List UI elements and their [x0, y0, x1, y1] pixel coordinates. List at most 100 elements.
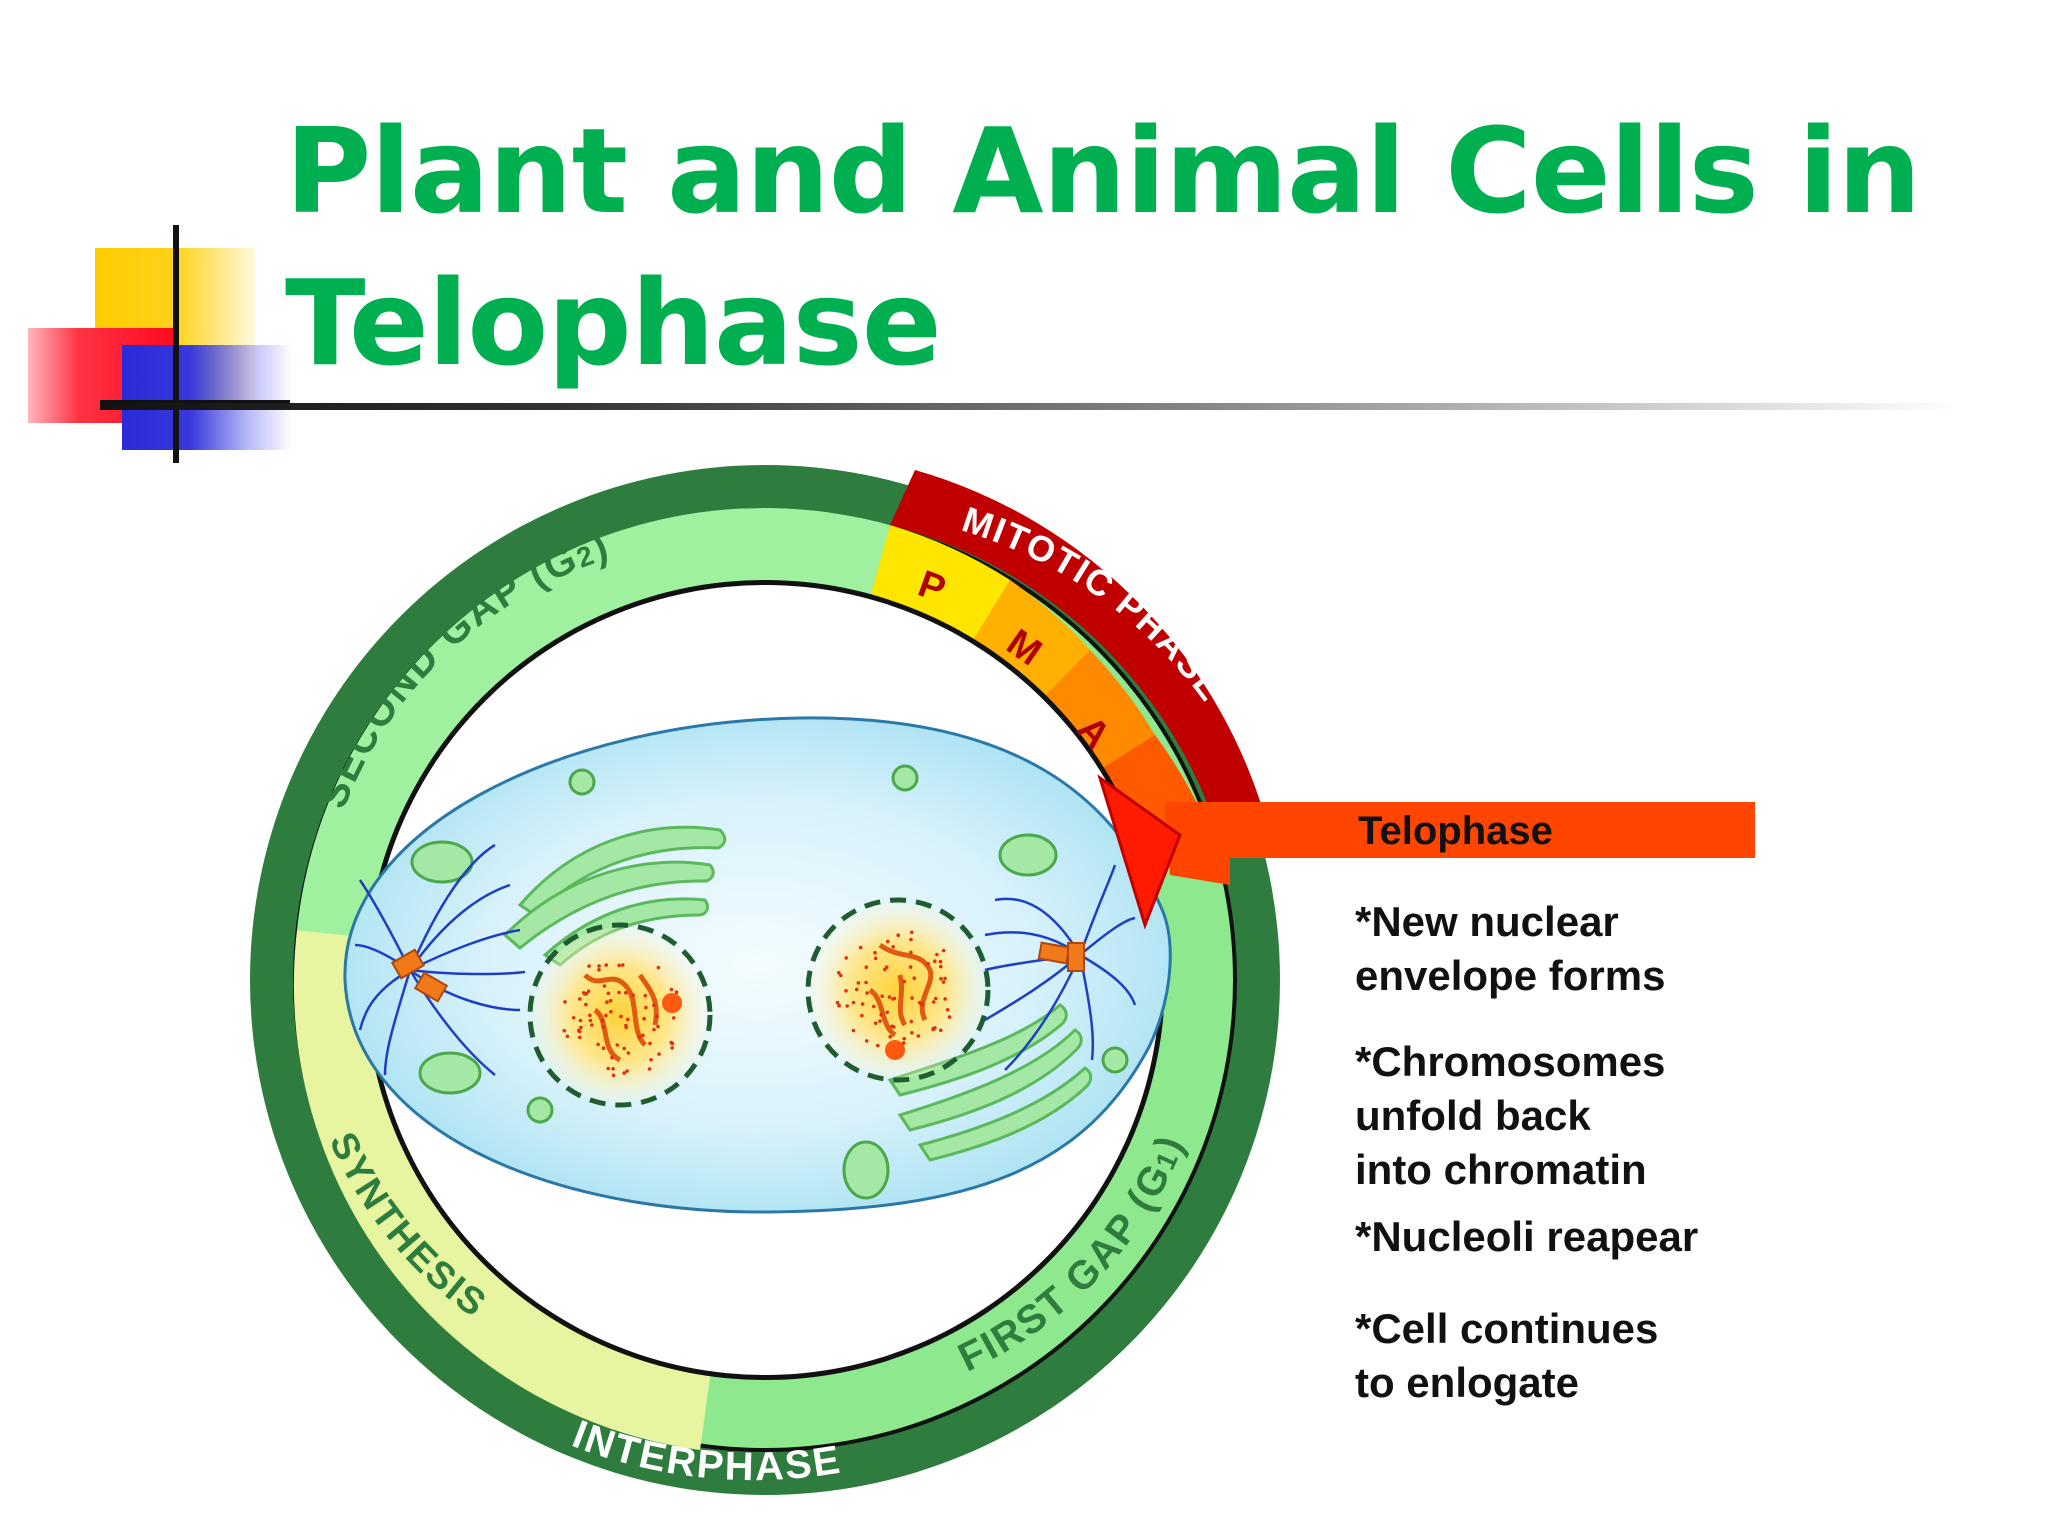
chromatin-dot: [860, 1013, 864, 1018]
note-line: envelope forms: [1355, 952, 1666, 999]
chromatin-dot: [837, 1003, 841, 1008]
spindle-fibers-left: [354, 843, 526, 1076]
chromatin-dot: [625, 1069, 629, 1073]
mitochondria: [410, 833, 1058, 1200]
chromatin-dot: [909, 950, 913, 955]
chromatin-dot: [945, 1008, 950, 1012]
chromatin-dot: [909, 937, 913, 942]
chromatin-dot: [908, 965, 913, 969]
chromatin-dot: [916, 1034, 921, 1038]
chromatin-dot: [657, 1052, 661, 1056]
chromatin-dot: [864, 965, 869, 969]
chromatin-dot: [647, 1067, 652, 1071]
centrioles-left: [390, 948, 449, 1003]
title-decoration-vertical-line: [173, 225, 179, 463]
chromatin-dot: [884, 965, 889, 969]
chromatin-dot: [917, 1001, 922, 1005]
title-decoration-blue-square: [122, 345, 292, 450]
chromatin-dot: [931, 1000, 936, 1004]
chromatin-dot: [872, 1004, 876, 1009]
chromatin-dot: [604, 1013, 608, 1018]
chromatin-dot: [670, 1046, 674, 1050]
chromatin-dot: [563, 1000, 567, 1004]
chromatin-dot: [858, 945, 863, 950]
chromatin-dot: [644, 1005, 648, 1010]
chromatin-dot: [873, 1021, 878, 1025]
chromatin-dot: [873, 956, 878, 961]
chromatin-dot: [622, 1046, 626, 1051]
title-underline: [100, 403, 1960, 410]
chromatin-dot: [579, 1025, 583, 1030]
chromatin-dot: [939, 977, 943, 981]
chromatin-dot: [844, 956, 848, 960]
chromatin-dot: [864, 980, 868, 985]
chromatin-dot: [617, 990, 621, 995]
chromatin-dot: [631, 993, 635, 998]
chromatin-dot: [845, 1004, 849, 1008]
chromatin-dot: [615, 1043, 620, 1047]
chromatin-dot: [587, 964, 591, 968]
chromatin-dot: [571, 1016, 576, 1020]
chromatin-dot: [648, 1041, 652, 1046]
chromatin-dot: [626, 1017, 630, 1022]
telophase-callout-tab: [1165, 802, 1230, 885]
chromatin-dot: [865, 991, 869, 995]
chromatin-dot: [578, 997, 582, 1001]
chromatin-dot: [851, 1028, 856, 1033]
chromatin-dot: [601, 1024, 605, 1029]
note-line: *Cell continues: [1355, 1305, 1659, 1352]
chromatin-dot: [672, 1016, 676, 1020]
chromatin-dot: [885, 1010, 890, 1015]
chromatin-dot: [652, 1003, 656, 1007]
chromatin-dot: [880, 994, 884, 998]
chromatin-dot: [837, 971, 841, 975]
chromatin-dot: [876, 1043, 880, 1048]
chromatin-dot: [839, 973, 843, 978]
vesicles: [526, 764, 1129, 1124]
chromatin-dot: [887, 995, 892, 999]
chromatin-dot: [854, 987, 859, 992]
chromatin-dot: [947, 1015, 952, 1019]
chromatin-dot: [920, 1002, 925, 1007]
note-line: *Nucleoli reapear: [1355, 1213, 1699, 1260]
chromatin-dot: [622, 1071, 626, 1075]
chromatin-dot: [890, 1024, 894, 1029]
chromatin-dot: [642, 1016, 646, 1021]
chromatin-dot: [939, 964, 943, 969]
chromatin-dot: [656, 965, 661, 970]
note-nucleoli: *Nucleoli reapear: [1355, 1210, 1698, 1264]
chromatin-dot: [597, 964, 601, 968]
chromatin-dot: [933, 959, 937, 963]
golgi-apparatus-left: [502, 825, 727, 967]
chromatin-dot: [933, 996, 938, 1001]
chromatin-dot: [878, 1019, 882, 1023]
chromatin-dot: [637, 1035, 642, 1039]
chromatin-dot: [879, 1012, 883, 1017]
chromatin-dot: [941, 948, 946, 953]
chromatin-dot: [655, 1014, 659, 1019]
chromatin-dot: [610, 1055, 614, 1060]
chromatin-dot: [835, 1000, 840, 1005]
slide-title: Plant and Animal Cells in Telophase: [285, 102, 1921, 392]
daughter-nucleus-right: [805, 897, 991, 1083]
telophase-callout-bar: [1165, 802, 1755, 858]
chromatin-dot: [938, 959, 943, 964]
chromatin-dot: [873, 950, 877, 955]
chromatin-dot: [606, 1066, 610, 1071]
chromatin-dot: [608, 998, 613, 1003]
telophase-callout-label: Telophase: [1358, 809, 1553, 853]
chromatin-dot: [606, 991, 611, 996]
chromatin-dot: [935, 952, 939, 957]
chromatin-dot: [669, 987, 674, 992]
note-line: unfold back: [1355, 1092, 1591, 1139]
chromatin-dot: [910, 930, 914, 935]
chromatin-dot: [578, 1035, 582, 1040]
chromatin-dot: [860, 1002, 865, 1006]
chromatin-dot: [856, 981, 861, 985]
chromatin-dot: [624, 991, 628, 995]
chromatin-dot: [851, 1000, 856, 1005]
note-line: *Chromosomes: [1355, 1038, 1666, 1085]
